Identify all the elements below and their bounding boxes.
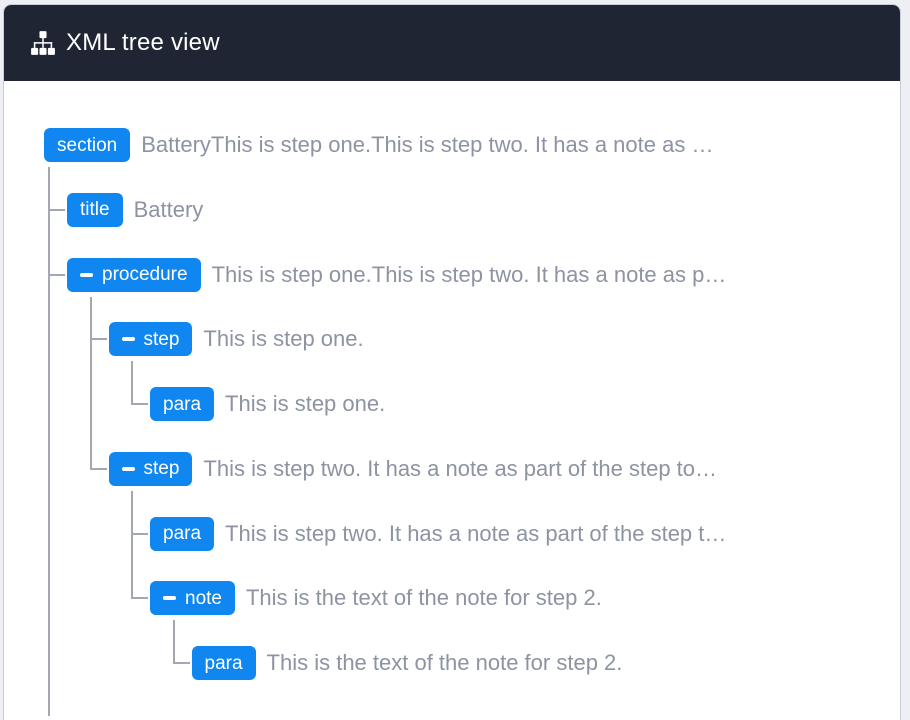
node-badge-para[interactable]: para: [150, 516, 215, 551]
node-text-preview: This is step one.: [203, 326, 364, 352]
node-text-preview: This is step two. It has a note as part …: [225, 520, 727, 546]
node-badge-title[interactable]: title: [67, 192, 123, 227]
node-text-preview: This is step two. It has a note as part …: [203, 455, 718, 481]
collapse-minus-icon[interactable]: [80, 272, 93, 277]
tree-node-row-step[interactable]: step This is step two. It has a note as p…: [108, 447, 718, 491]
tree-node-row-title[interactable]: title Battery: [67, 188, 203, 232]
tree-connector-vline: [131, 490, 133, 600]
collapse-minus-icon[interactable]: [121, 466, 135, 471]
tree-connector-hline: [89, 467, 107, 470]
tree-node-row-para[interactable]: para This is the text of the note for ste…: [191, 641, 623, 685]
tree-connector-hline: [131, 597, 148, 600]
node-tag-label: para: [163, 393, 202, 415]
node-tag-label: para: [204, 652, 243, 674]
tree-node-row-note[interactable]: note This is the text of the note for ste…: [150, 576, 602, 620]
node-tag-label: para: [163, 523, 202, 544]
collapse-minus-icon[interactable]: [163, 596, 176, 601]
node-badge-step[interactable]: step: [108, 451, 193, 486]
node-text-preview: This is the text of the note for step 2.: [245, 585, 602, 611]
tree-node-row-procedure[interactable]: procedure This is step one.This is step t…: [67, 253, 726, 297]
tree-node-row-section[interactable]: section BatteryThis is step one.This is s…: [44, 123, 713, 167]
tree-connector-vline: [131, 361, 133, 405]
node-tag-label: procedure: [102, 264, 188, 285]
node-text-preview: Battery: [133, 196, 204, 222]
collapse-minus-icon[interactable]: [121, 337, 135, 342]
node-text-preview: This is step one.: [225, 391, 386, 416]
tree-connector-hline: [48, 208, 65, 211]
tree-connector-hline: [131, 403, 148, 405]
tree-node-row-step[interactable]: step This is step one.: [108, 317, 364, 361]
tree-connector-hline: [89, 338, 107, 341]
sitemap-icon: [30, 30, 56, 56]
node-tag-label: step: [143, 328, 180, 350]
tree-connector-vline: [89, 296, 92, 470]
tree-connector-vline: [172, 620, 175, 664]
node-tag-label: step: [143, 458, 180, 480]
tree-node-row-para[interactable]: para This is step one.: [150, 382, 385, 426]
tree-connector-hline: [131, 532, 148, 535]
tree-connector-vline: [48, 167, 50, 716]
node-tag-label: title: [80, 199, 110, 221]
node-text-preview: BatteryThis is step one.This is step two…: [141, 132, 714, 157]
node-badge-procedure[interactable]: procedure: [67, 257, 201, 292]
node-tag-label: note: [185, 587, 222, 609]
node-tag-label: section: [57, 134, 118, 156]
node-text-preview: This is step one.This is step two. It ha…: [211, 261, 727, 287]
node-badge-note[interactable]: note: [150, 581, 235, 616]
tree-connector-hline: [172, 662, 190, 664]
node-badge-step[interactable]: step: [108, 322, 193, 357]
node-badge-section[interactable]: section: [44, 128, 131, 162]
tree-connector-hline: [48, 273, 65, 276]
node-text-preview: This is the text of the note for step 2.: [266, 650, 623, 675]
panel-title: XML tree view: [66, 29, 220, 56]
tree-node-row-para[interactable]: para This is step two. It has a note as p…: [150, 512, 726, 556]
node-badge-para[interactable]: para: [150, 387, 215, 421]
panel-header: XML tree view: [4, 5, 900, 81]
node-badge-para[interactable]: para: [191, 646, 256, 680]
